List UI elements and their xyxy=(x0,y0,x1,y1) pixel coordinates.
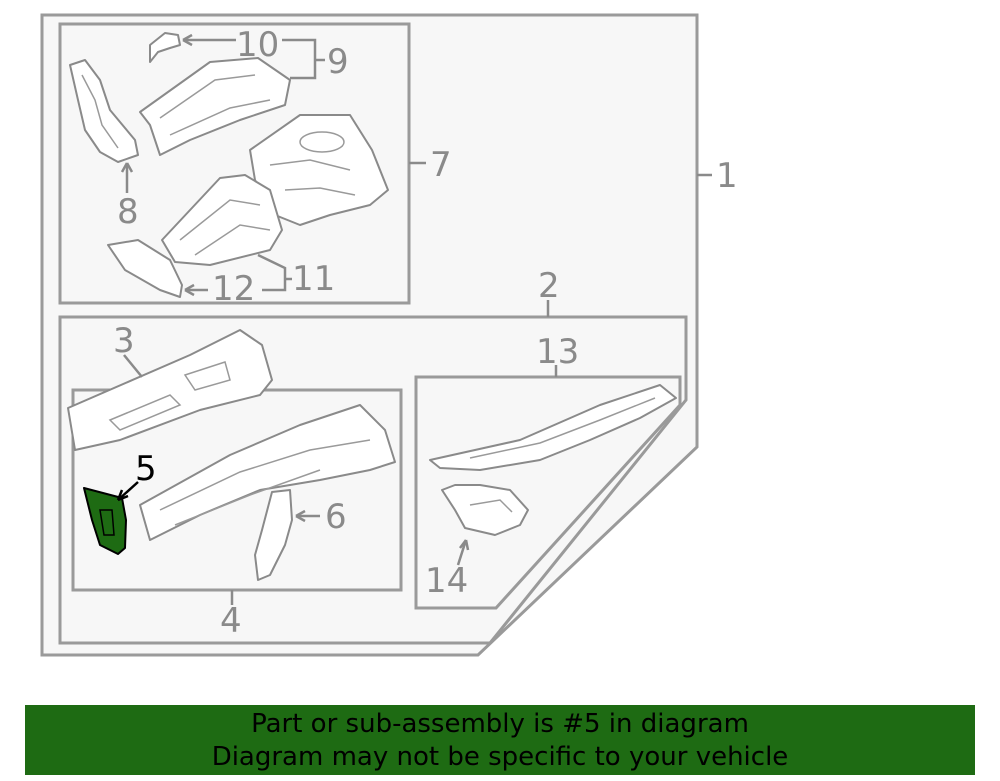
banner-line-2: Diagram may not be specific to your vehi… xyxy=(211,742,789,772)
part-10 xyxy=(149,32,181,63)
part-13 xyxy=(429,384,677,471)
callout-5: 5 xyxy=(135,449,157,489)
callout-7: 7 xyxy=(430,145,452,185)
callout-2: 2 xyxy=(538,266,560,306)
info-banner: Part or sub-assembly is #5 in diagram Di… xyxy=(25,705,975,775)
part-9 xyxy=(139,57,291,156)
part-6 xyxy=(254,489,293,581)
group-box-13 xyxy=(414,375,682,610)
callout-13: 13 xyxy=(536,332,579,372)
callout-1: 1 xyxy=(716,156,738,196)
part-5-highlighted[interactable] xyxy=(83,487,127,555)
callout-11: 11 xyxy=(292,259,335,299)
callout-4: 4 xyxy=(220,601,242,641)
callout-12: 12 xyxy=(212,269,255,309)
callout-6: 6 xyxy=(325,497,347,537)
part-14 xyxy=(441,484,529,536)
leader-lines xyxy=(116,33,712,605)
part-8 xyxy=(69,59,139,163)
callout-3: 3 xyxy=(113,321,135,361)
part-12 xyxy=(107,239,183,298)
part-4 xyxy=(139,404,396,541)
part-3 xyxy=(67,329,273,451)
part-11 xyxy=(161,174,283,266)
group-box-2 xyxy=(58,315,688,645)
callout-14: 14 xyxy=(425,561,468,601)
callout-10: 10 xyxy=(236,25,279,65)
banner-line-1: Part or sub-assembly is #5 in diagram xyxy=(251,709,749,739)
callout-8: 8 xyxy=(117,192,139,232)
callout-9: 9 xyxy=(327,42,349,82)
